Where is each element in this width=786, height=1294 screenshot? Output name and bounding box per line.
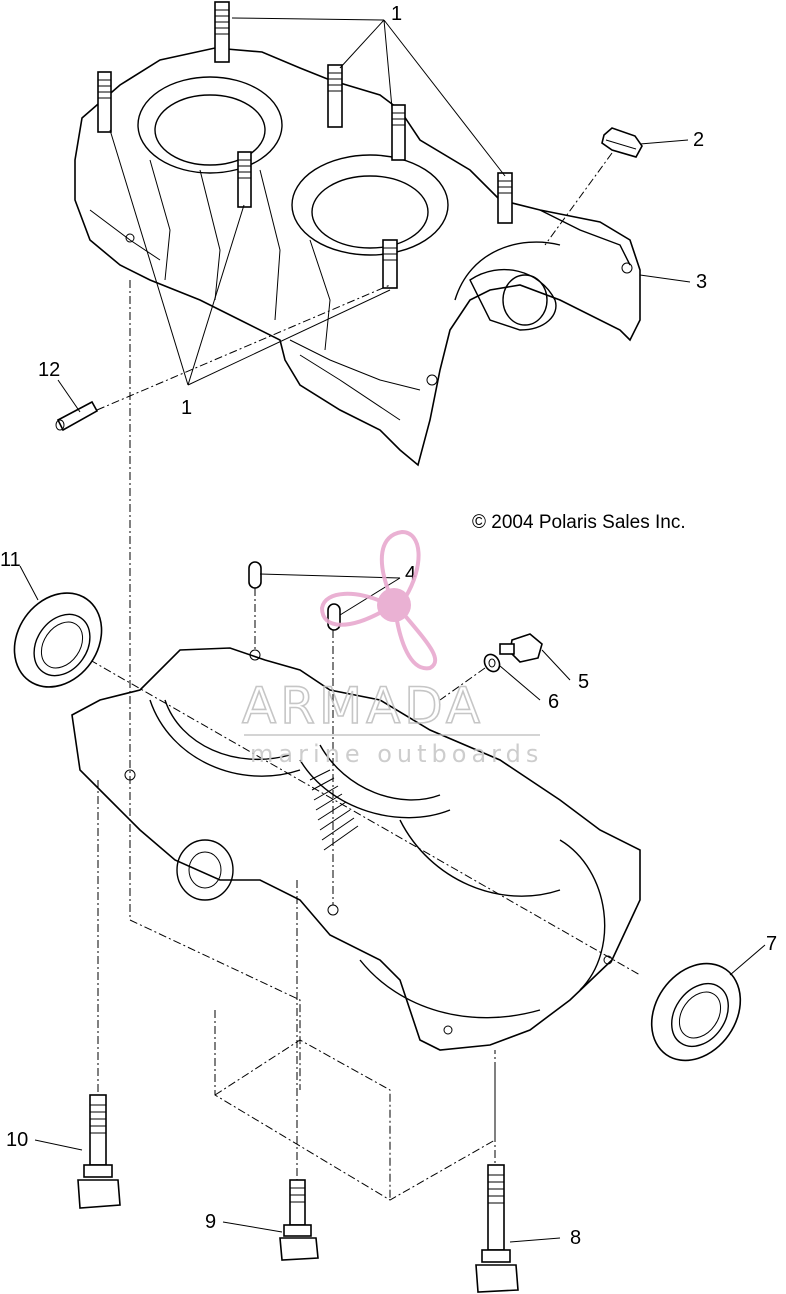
callout-1: 1: [391, 3, 402, 25]
armada-watermark: ARMADA marine outboards: [241, 529, 543, 768]
callout-1-lower: 1: [181, 397, 192, 419]
callout-8: 8: [570, 1227, 581, 1249]
dowel-pin-part-12: [55, 400, 99, 432]
bolt-part-10: [77, 1094, 121, 1209]
callout-11: 11: [0, 549, 21, 571]
watermark-title: ARMADA: [242, 677, 484, 735]
callout-10: 10: [6, 1129, 28, 1151]
callout-6: 6: [548, 691, 559, 713]
propeller-logo-icon: [319, 529, 438, 671]
callout-9: 9: [205, 1211, 216, 1233]
bolt-part-8: [475, 1164, 519, 1293]
copyright-notice: © 2004 Polaris Sales Inc.: [472, 512, 686, 533]
lower-crankcase: [71, 647, 641, 1201]
washer-part-6: [483, 653, 501, 673]
callout-4: 4: [405, 563, 416, 585]
oil-seal-part-11: [13, 592, 103, 688]
callout-12: 12: [38, 359, 60, 381]
callout-2: 2: [693, 129, 704, 151]
upper-crankcase: [74, 1, 641, 467]
callout-7: 7: [766, 933, 777, 955]
grommet-part-2: [601, 127, 643, 158]
callout-3: 3: [696, 271, 707, 293]
screw-part-5: [499, 633, 543, 663]
callout-labels: 1 2 3 4 5 6 7 8 9 10 11 12 1: [0, 3, 777, 1249]
watermark-subtitle: marine outboards: [250, 740, 543, 768]
stud-bolts: [97, 1, 513, 289]
callout-5: 5: [578, 671, 589, 693]
oil-seal-part-7: [650, 962, 742, 1062]
bolt-part-9: [279, 1179, 319, 1261]
